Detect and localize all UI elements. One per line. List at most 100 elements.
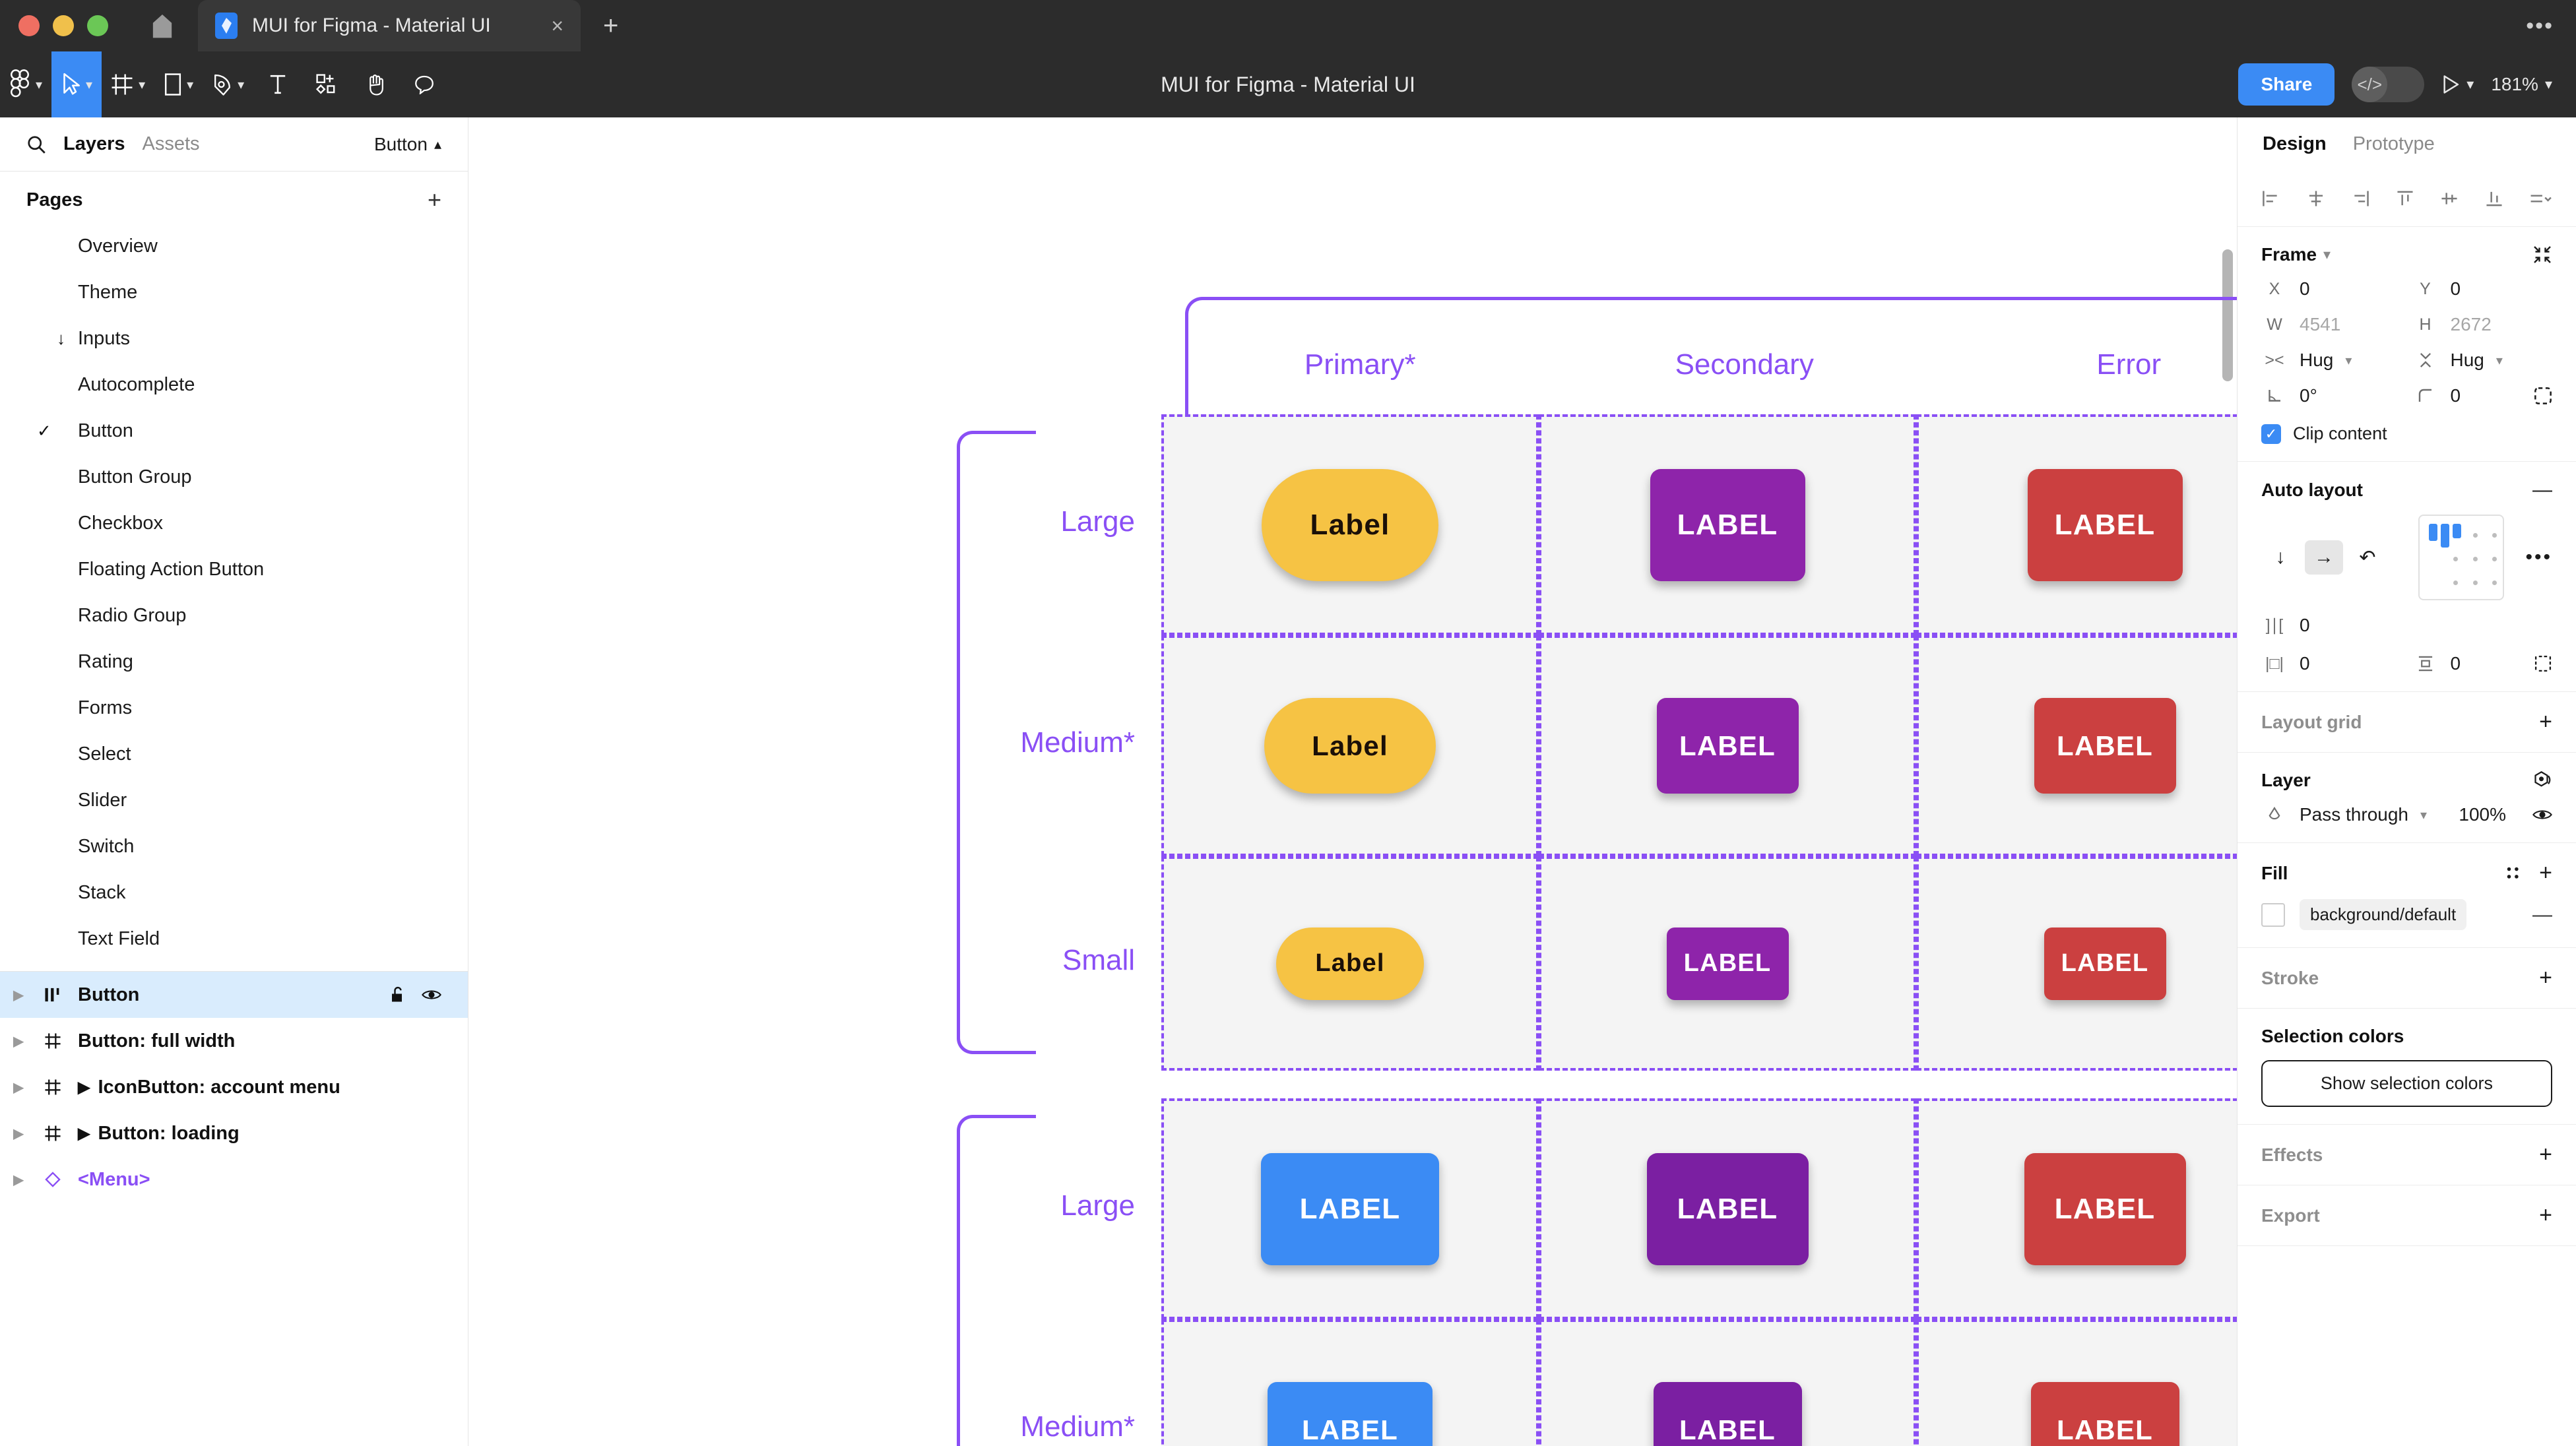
align-vertical-center-icon[interactable] xyxy=(2439,190,2459,207)
add-fill-button[interactable]: + xyxy=(2539,860,2552,885)
align-horizontal-center-icon[interactable] xyxy=(2306,190,2326,207)
new-tab-button[interactable]: + xyxy=(603,11,619,40)
material-button[interactable]: LABEL xyxy=(2044,927,2166,1000)
material-button[interactable]: LABEL xyxy=(2024,1152,2186,1265)
material-button[interactable]: LABEL xyxy=(1261,1152,1439,1265)
page-item-floating-action-button[interactable]: Floating Action Button xyxy=(0,546,468,592)
material-button[interactable]: Label xyxy=(1262,468,1438,581)
present-button[interactable]: ▾ xyxy=(2441,74,2474,95)
fill-styles-icon[interactable] xyxy=(2505,865,2522,882)
close-tab-icon[interactable]: × xyxy=(551,14,564,38)
add-page-button[interactable]: + xyxy=(427,186,441,213)
blend-mode-field[interactable]: Pass through ▾ 100% xyxy=(2261,804,2552,825)
corner-radius-field[interactable]: 0 xyxy=(2412,385,2553,406)
browser-overflow-menu[interactable]: ••• xyxy=(2526,13,2554,38)
page-item-theme[interactable]: Theme xyxy=(0,269,468,315)
layer-row[interactable]: ▶▶IconButton: account menu xyxy=(0,1064,468,1110)
close-window-button[interactable] xyxy=(18,15,40,36)
search-icon[interactable] xyxy=(26,135,46,154)
hand-tool-icon[interactable] xyxy=(351,51,400,117)
align-top-icon[interactable] xyxy=(2395,190,2415,207)
move-tool-icon[interactable]: ▾ xyxy=(51,51,102,117)
collapse-frame-icon[interactable] xyxy=(2532,245,2552,265)
minimize-window-button[interactable] xyxy=(53,15,74,36)
layer-settings-icon[interactable] xyxy=(2532,770,2552,790)
page-item-stack[interactable]: Stack xyxy=(0,869,468,916)
frame-tool-icon[interactable]: ▾ xyxy=(102,51,154,117)
page-item-button-group[interactable]: Button Group xyxy=(0,454,468,500)
figma-menu-icon[interactable]: ▾ xyxy=(0,51,51,117)
page-item-radio-group[interactable]: Radio Group xyxy=(0,592,468,639)
material-button[interactable]: LABEL xyxy=(1268,1382,1433,1446)
page-item-overview[interactable]: Overview xyxy=(0,223,468,269)
page-item-switch[interactable]: Switch xyxy=(0,823,468,869)
layer-row[interactable]: ▶<Menu> xyxy=(0,1156,468,1203)
material-button[interactable]: LABEL xyxy=(1646,1152,1809,1265)
canvas-vertical-scrollbar[interactable] xyxy=(2222,249,2233,381)
browser-tab[interactable]: MUI for Figma - Material UI × xyxy=(198,0,581,51)
pen-tool-icon[interactable]: ▾ xyxy=(203,51,253,117)
layout-direction-horizontal-icon[interactable]: → xyxy=(2305,540,2343,575)
share-button[interactable]: Share xyxy=(2238,63,2335,106)
align-bottom-icon[interactable] xyxy=(2484,190,2504,207)
unlock-icon[interactable] xyxy=(390,986,406,1004)
fill-color-swatch[interactable] xyxy=(2261,902,2285,927)
page-item-rating[interactable]: Rating xyxy=(0,639,468,685)
maximize-window-button[interactable] xyxy=(87,15,108,36)
page-item-button[interactable]: ✓Button xyxy=(0,408,468,454)
material-button[interactable]: LABEL xyxy=(1653,1382,1802,1446)
shape-tool-icon[interactable]: ▾ xyxy=(154,51,203,117)
layer-row[interactable]: ▶▶Button: loading xyxy=(0,1110,468,1156)
add-export-button[interactable]: + xyxy=(2539,1203,2552,1228)
material-button[interactable]: LABEL xyxy=(2027,468,2183,581)
tab-assets[interactable]: Assets xyxy=(142,133,200,154)
dev-mode-toggle[interactable]: </> xyxy=(2352,67,2425,102)
item-spacing-field[interactable]: ]∣[ 0 xyxy=(2261,615,2402,636)
tab-prototype[interactable]: Prototype xyxy=(2352,133,2435,154)
material-button[interactable]: Label xyxy=(1276,927,1424,1000)
visibility-icon[interactable] xyxy=(422,988,441,1002)
home-button[interactable] xyxy=(127,0,198,51)
vertical-resizing-field[interactable]: Hug ▾ xyxy=(2412,350,2553,371)
design-canvas[interactable]: Container Primary*SecondaryErrorWarning … xyxy=(468,117,2237,1446)
resources-tool-icon[interactable] xyxy=(302,51,351,117)
layer-row[interactable]: ▶Button: full width xyxy=(0,1018,468,1064)
horizontal-padding-field[interactable]: |□| 0 xyxy=(2261,653,2402,674)
chevron-down-icon[interactable]: ▾ xyxy=(2323,246,2331,263)
independent-corners-icon[interactable] xyxy=(2534,387,2552,405)
layout-wrap-icon[interactable]: ↶ xyxy=(2359,546,2376,569)
page-item-select[interactable]: Select xyxy=(0,731,468,777)
align-left-icon[interactable] xyxy=(2261,190,2281,207)
disclosure-triangle-icon[interactable]: ▶ xyxy=(13,988,24,1003)
x-field[interactable]: X 0 xyxy=(2261,278,2402,299)
text-tool-icon[interactable] xyxy=(253,51,302,117)
rotation-field[interactable]: 0° xyxy=(2261,385,2402,406)
page-item-slider[interactable]: Slider xyxy=(0,777,468,823)
align-right-icon[interactable] xyxy=(2350,190,2370,207)
fill-token-label[interactable]: background/default xyxy=(2300,899,2467,930)
remove-fill-button[interactable]: — xyxy=(2532,903,2552,926)
opacity-value[interactable]: 100% xyxy=(2459,804,2506,825)
distribute-menu-icon[interactable] xyxy=(2528,190,2552,207)
material-button[interactable]: Label xyxy=(1264,698,1436,794)
show-selection-colors-button[interactable]: Show selection colors xyxy=(2261,1060,2552,1107)
material-button[interactable]: LABEL xyxy=(2034,698,2176,794)
remove-auto-layout-button[interactable]: — xyxy=(2532,479,2552,501)
add-layout-grid-button[interactable]: + xyxy=(2539,709,2552,734)
page-item-text-field[interactable]: Text Field xyxy=(0,916,468,962)
page-item-autocomplete[interactable]: Autocomplete xyxy=(0,362,468,408)
y-field[interactable]: Y 0 xyxy=(2412,278,2553,299)
h-field[interactable]: H 2672 xyxy=(2412,314,2553,335)
disclosure-triangle-icon[interactable]: ▶ xyxy=(13,1126,24,1141)
material-button[interactable]: LABEL xyxy=(1666,927,1789,1000)
independent-padding-icon[interactable] xyxy=(2534,654,2552,673)
material-button[interactable]: LABEL xyxy=(1656,698,1799,794)
page-item-inputs[interactable]: ↓Inputs xyxy=(0,315,468,362)
layer-visibility-icon[interactable] xyxy=(2532,807,2552,822)
vertical-padding-field[interactable]: 0 xyxy=(2412,653,2553,674)
page-selector-dropdown[interactable]: Button ▴ xyxy=(374,134,441,155)
add-effect-button[interactable]: + xyxy=(2539,1142,2552,1167)
add-stroke-button[interactable]: + xyxy=(2539,965,2552,990)
clip-content-checkbox[interactable]: ✓ xyxy=(2261,424,2281,444)
comment-tool-icon[interactable] xyxy=(400,51,449,117)
